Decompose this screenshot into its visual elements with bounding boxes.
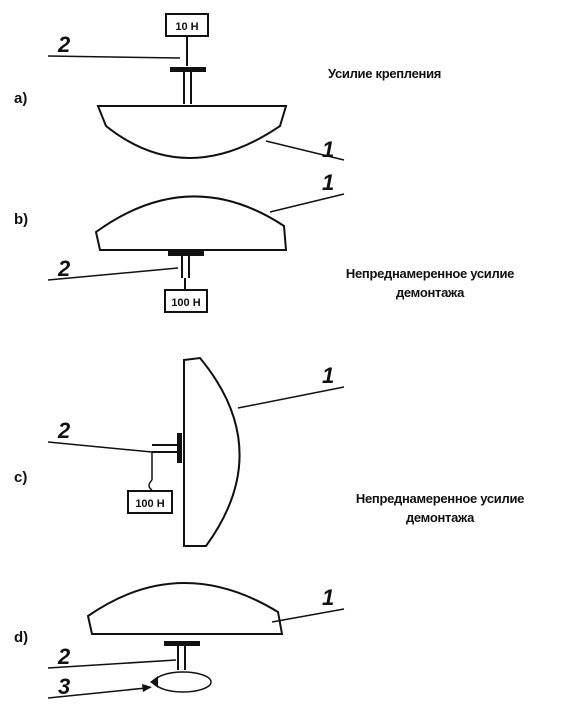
panel-b-part-holder: 2 [57,256,71,281]
panel-d-leader-holder [47,659,177,669]
panel-a-holder-plate [170,67,206,72]
panel-b: b) 100 H 1 2 Непреднамеренное усилие дем… [14,170,514,313]
panel-d-holder-plate [164,641,200,646]
panel-a: a) 10 H 2 1 Усилие крепления [14,13,441,162]
panel-c: c) 100 H 1 2 Непреднамеренное усилие дем… [14,356,524,547]
panel-c-part-holder: 2 [57,418,71,443]
panel-d-rotation-ellipse [154,671,212,693]
panel-b-leader-lens [269,193,345,213]
panel-a-leader-holder [47,55,181,59]
panel-c-hook [148,479,153,491]
panel-d-leader-lens [271,608,345,623]
panel-c-lens [183,356,241,547]
panel-b-part-lens: 1 [322,170,334,195]
panel-a-force-label: 10 H [175,21,198,33]
panel-a-part-lens: 1 [322,137,334,162]
panel-c-caption-line2: демонтажа [406,510,475,525]
panel-a-lens [96,105,288,159]
panel-c-caption-line1: Непреднамеренное усилие [356,491,524,506]
panel-a-letter: a) [14,90,27,107]
panel-b-lens [94,195,288,251]
panel-c-leader-lens [237,386,345,409]
panel-c-leader-holder [47,441,153,453]
panel-b-caption-line1: Непреднамеренное усилие [346,266,514,281]
panel-d-rotation-arrowhead [150,676,158,688]
panel-a-leader-lens [265,140,345,161]
panel-c-force-label: 100 H [135,498,164,510]
panel-d-lens [86,582,284,635]
panel-b-caption-line2: демонтажа [396,285,465,300]
panel-b-holder-plate [168,251,204,256]
panel-c-force-box [127,490,173,514]
panel-d-part-holder: 2 [57,644,71,669]
panel-b-letter: b) [14,211,28,228]
panel-c-part-lens: 1 [322,363,334,388]
panel-b-leader-holder [47,267,179,281]
panel-d-part-lens: 1 [322,585,334,610]
panel-d: d) 1 2 3 [14,582,345,699]
panel-d-letter: d) [14,629,28,646]
panel-c-letter: c) [14,469,27,486]
panel-b-force-label: 100 H [171,297,200,309]
panel-a-caption: Усилие крепления [328,66,441,81]
panel-d-leader-rotation [47,687,147,699]
panel-d-leader-rotation-arrow [142,684,152,692]
panel-c-holder-plate [177,433,182,463]
panel-d-part-rotation: 3 [58,674,70,699]
panel-b-force-box [164,289,208,313]
panel-a-part-holder: 2 [57,32,71,57]
